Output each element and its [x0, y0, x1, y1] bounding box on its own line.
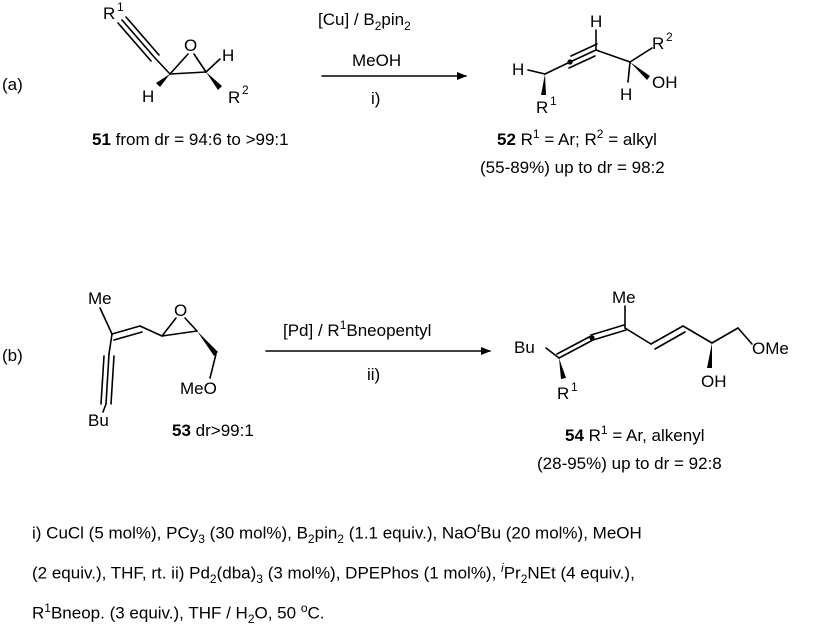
atom-me: Me — [88, 289, 112, 308]
atom-r2-sup: 2 — [242, 83, 249, 97]
atom-r1: R — [103, 4, 115, 23]
reagents-a-middle: MeOH — [352, 51, 401, 70]
atom-bu: Bu — [514, 338, 535, 357]
atom-r1: R — [557, 384, 569, 403]
compound-53-structure: Me O MeO Bu — [88, 289, 218, 430]
atom-r1: R — [536, 98, 548, 117]
reagents-a-top: [Cu] / B2pin2 — [318, 10, 411, 33]
atom-h-right: H — [222, 46, 234, 65]
atom-r2-sup: 2 — [666, 30, 673, 44]
conditions-line-2: (2 equiv.), THF, rt. ii) Pd2(dba)3 (3 mo… — [32, 561, 635, 587]
atom-h-top: H — [590, 12, 602, 31]
atom-h-left: H — [512, 60, 524, 79]
part-a-label: (a) — [2, 75, 23, 94]
atom-r1-sup: 1 — [550, 94, 557, 108]
compound-54-structure: Me Bu OMe OH R 1 — [514, 288, 789, 403]
conditions-line-1: i) CuCl (5 mol%), PCy3 (30 mol%), B2pin2… — [32, 521, 642, 547]
atom-r1-sup: 1 — [571, 380, 578, 394]
atom-r1-sup: 1 — [117, 0, 124, 14]
compound-53-caption: 53 dr>99:1 — [172, 421, 254, 440]
atom-r2: R — [652, 34, 664, 53]
part-b-label: (b) — [2, 346, 23, 365]
compound-54-yield: (28-95%) up to dr = 92:8 — [537, 454, 722, 473]
compound-52-structure: H H R 2 OH H R 1 — [512, 12, 678, 117]
reagents-b-bottom: ii) — [367, 365, 380, 384]
reagents-a-bottom: i) — [371, 89, 380, 108]
atom-h-bottom: H — [620, 85, 632, 104]
compound-52-yield: (55-89%) up to dr = 98:2 — [480, 158, 665, 177]
epoxide-oxygen: O — [174, 301, 187, 320]
compound-54-caption: 54 R1 = Ar, alkenyl — [565, 423, 704, 445]
reagents-b-top: [Pd] / R1Bneopentyl — [283, 318, 431, 340]
reaction-scheme: (a) R 1 O H H R 2 51 from dr = 94:6 to >… — [2, 0, 789, 473]
compound-51-structure: R 1 O H H R 2 — [103, 0, 249, 107]
methoxy-group: OMe — [752, 339, 789, 358]
atom-r2: R — [228, 88, 240, 107]
compound-52-caption: 52 R1 = Ar; R2 = alkyl — [497, 127, 657, 149]
atom-me: Me — [612, 288, 636, 307]
atom-bu: Bu — [88, 411, 109, 430]
reaction-conditions: i) CuCl (5 mol%), PCy3 (30 mol%), B2pin2… — [32, 514, 812, 634]
compound-51-caption: 51 from dr = 94:6 to >99:1 — [92, 130, 289, 149]
conditions-line-3: R1Bneop. (3 equiv.), THF / H2O, 50 oC. — [32, 601, 325, 627]
hydroxyl-group: OH — [701, 372, 727, 391]
atom-h-left: H — [142, 87, 154, 106]
methoxy-group: MeO — [180, 379, 217, 398]
hydroxyl-group: OH — [652, 73, 678, 92]
epoxide-oxygen: O — [184, 36, 197, 55]
